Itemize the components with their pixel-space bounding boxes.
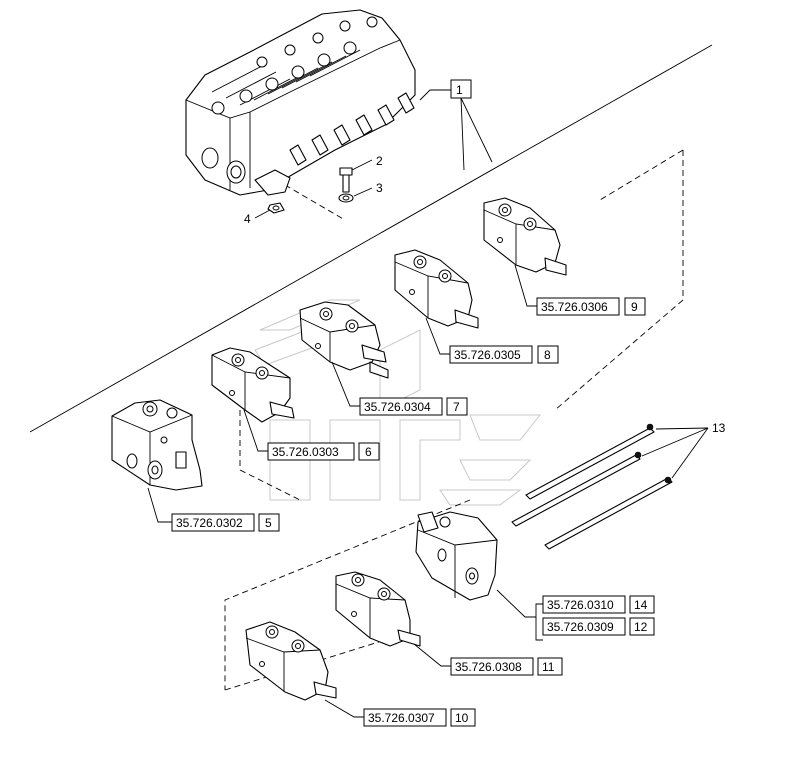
reference-label-8: 35.726.0305 8 [425, 317, 559, 364]
reference-label-14: 35.726.0310 14 [542, 595, 655, 614]
ref-item-7: 7 [453, 400, 460, 414]
reference-label-7: 35.726.0304 7 [331, 361, 468, 416]
reference-label-10: 35.726.0307 10 [324, 699, 476, 727]
ref-item-12: 12 [634, 620, 648, 634]
reference-label-5: 35.726.0302 5 [147, 487, 280, 532]
valve-ports [211, 16, 378, 115]
ref-code-14: 35.726.0310 [547, 598, 614, 612]
valve-section-10 [245, 621, 337, 701]
ref-item-8: 8 [544, 348, 551, 362]
ref-code-9: 35.726.0306 [541, 300, 608, 314]
callout-3: 3 [376, 181, 383, 195]
watermark-logo [254, 299, 542, 506]
nut-lower [267, 202, 285, 214]
outlet-section [415, 511, 498, 601]
leader-13 [641, 427, 709, 479]
dashed-guide-fastener [284, 184, 346, 221]
reference-label-11: 35.726.0308 11 [413, 643, 563, 676]
inlet-section [111, 399, 203, 491]
ref-code-11: 35.726.0308 [455, 660, 522, 674]
valve-section-7 [299, 301, 389, 379]
ref-code-7: 35.726.0304 [364, 400, 431, 414]
control-valve-assembly [185, 9, 416, 196]
leader-1-sections [460, 97, 493, 171]
reference-label-9: 35.726.0306 9 [514, 264, 646, 316]
ref-code-10: 35.726.0307 [368, 711, 435, 725]
ref-item-5: 5 [265, 516, 272, 530]
inlet-ports [201, 147, 246, 184]
ref-code-12: 35.726.0309 [547, 620, 614, 634]
valve-section-11 [335, 571, 421, 647]
spool-ends [289, 92, 415, 166]
leader-2 [351, 159, 373, 171]
callout-2: 2 [376, 154, 383, 168]
reference-label-12: 35.726.0309 12 [542, 617, 655, 636]
ref-code-5: 35.726.0302 [176, 516, 243, 530]
callout-1: 1 [456, 83, 463, 97]
separator-line [29, 44, 713, 433]
reference-label-6: 35.726.0303 6 [243, 409, 380, 461]
ref-item-10: 10 [455, 711, 469, 725]
valve-section-8 [394, 249, 479, 329]
ref-code-8: 35.726.0305 [454, 348, 521, 362]
nut [338, 193, 354, 203]
ref-item-14: 14 [634, 598, 648, 612]
ref-code-6: 35.726.0303 [272, 445, 339, 459]
bolt [339, 167, 353, 193]
valve-section-9 [483, 197, 567, 276]
callout-4: 4 [244, 212, 251, 226]
tie-rods [511, 423, 673, 550]
leader-4 [254, 209, 271, 219]
ref-item-9: 9 [631, 300, 638, 314]
ref-item-11: 11 [542, 660, 555, 674]
leader-1-assembly [419, 89, 451, 101]
callout-13: 13 [712, 421, 726, 435]
bracket-12-14 [496, 589, 543, 641]
valve-section-6 [211, 347, 295, 423]
ref-item-6: 6 [365, 445, 372, 459]
leader-3 [353, 187, 373, 197]
